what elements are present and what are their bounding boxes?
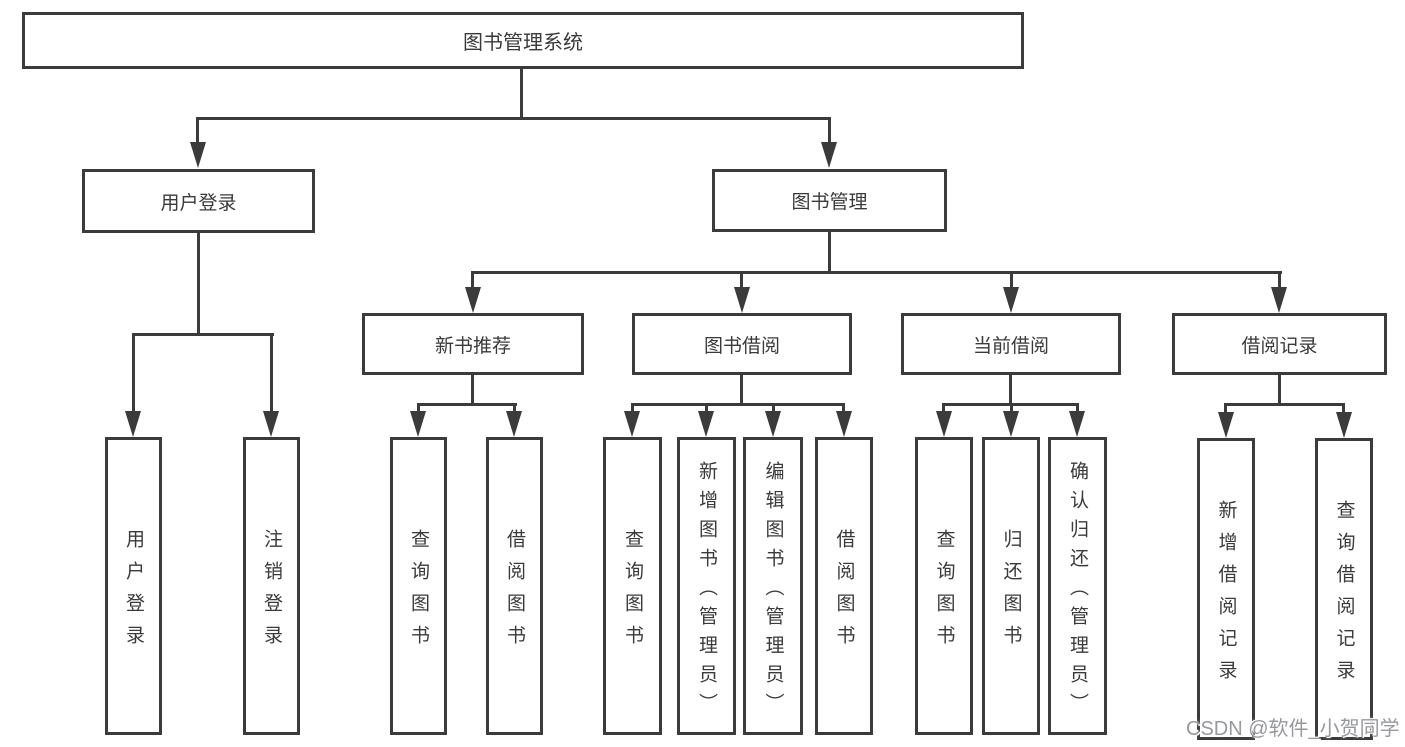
connector-line <box>197 233 200 336</box>
connector-line <box>513 403 516 413</box>
arrowhead-icon <box>1271 287 1287 313</box>
arrowhead-icon <box>624 411 640 437</box>
connector-line <box>1225 403 1345 406</box>
connector-line <box>942 403 945 413</box>
leaf-borrow-book-2-label: 借阅图书 <box>833 528 855 657</box>
node-user-login-label: 用户登录 <box>160 192 237 214</box>
connector-line <box>270 333 273 413</box>
leaf-return-book: 归还图书 <box>982 437 1040 735</box>
leaf-edit-book-admin-label: 编辑图书（管理员） <box>762 460 784 722</box>
node-borrow-records: 借阅记录 <box>1172 313 1387 375</box>
connector-line <box>417 403 420 413</box>
leaf-borrow-book-2: 借阅图书 <box>815 437 873 735</box>
leaf-logout-label: 注销登录 <box>261 528 282 657</box>
connector-line <box>472 271 1282 274</box>
node-current-borrow-label: 当前借阅 <box>972 335 1049 357</box>
leaf-logout: 注销登录 <box>243 437 300 735</box>
leaf-query-book-3-label: 查询图书 <box>933 528 955 657</box>
connector-line <box>471 271 474 289</box>
arrowhead-icon <box>1003 411 1019 437</box>
connector-line <box>772 403 775 413</box>
connector-line <box>1278 375 1281 406</box>
connector-line <box>631 403 634 413</box>
node-user-login: 用户登录 <box>82 169 315 233</box>
node-new-book-recommend-label: 新书推荐 <box>434 335 511 357</box>
connector-line <box>1278 271 1281 289</box>
connector-line <box>132 333 135 413</box>
leaf-edit-book-admin: 编辑图书（管理员） <box>743 437 803 735</box>
arrowhead-icon <box>1003 287 1019 313</box>
connector-line <box>1010 403 1013 413</box>
arrowhead-icon <box>1336 412 1352 438</box>
node-book-management: 图书管理 <box>712 169 947 232</box>
arrowhead-icon <box>506 411 522 437</box>
leaf-query-book-2: 查询图书 <box>603 437 662 735</box>
leaf-add-borrow-record: 新增借阅记录 <box>1197 438 1255 740</box>
node-book-borrow-label: 图书借阅 <box>703 335 780 357</box>
leaf-borrow-book-1: 借阅图书 <box>486 437 543 735</box>
connector-line <box>842 403 845 413</box>
leaf-query-book-1: 查询图书 <box>390 437 447 735</box>
node-root-label: 图书管理系统 <box>463 32 583 54</box>
connector-line <box>1076 403 1079 413</box>
leaf-add-book-admin-label: 新增图书（管理员） <box>696 460 717 722</box>
node-book-borrow: 图书借阅 <box>632 313 852 375</box>
leaf-user-login: 用户登录 <box>105 437 162 735</box>
leaf-query-book-1-label: 查询图书 <box>408 528 429 657</box>
arrowhead-icon <box>836 411 852 437</box>
connector-line <box>1010 271 1013 289</box>
arrowhead-icon <box>125 411 141 437</box>
arrowhead-icon <box>821 142 837 168</box>
arrowhead-icon <box>734 287 750 313</box>
connector-line <box>828 232 831 274</box>
leaf-add-book-admin: 新增图书（管理员） <box>677 437 736 735</box>
arrowhead-icon <box>936 411 952 437</box>
connector-line <box>132 333 274 336</box>
node-current-borrow: 当前借阅 <box>901 313 1121 375</box>
connector-line <box>417 403 517 406</box>
arrowhead-icon <box>698 411 714 437</box>
node-new-book-recommend: 新书推荐 <box>362 313 584 375</box>
node-borrow-records-label: 借阅记录 <box>1241 335 1318 357</box>
connector-line <box>1009 375 1012 406</box>
leaf-return-book-label: 归还图书 <box>1000 528 1022 657</box>
leaf-query-book-2-label: 查询图书 <box>622 528 643 657</box>
connector-line <box>631 403 845 406</box>
arrowhead-icon <box>465 287 481 313</box>
connector-line <box>828 117 831 145</box>
connector-line <box>471 375 474 406</box>
leaf-query-book-3: 查询图书 <box>915 437 973 735</box>
arrowhead-icon <box>765 411 781 437</box>
leaf-query-borrow-record-label: 查询借阅记录 <box>1333 499 1355 692</box>
connector-line <box>740 271 743 289</box>
arrowhead-icon <box>190 142 206 168</box>
connector-line <box>1342 403 1345 414</box>
leaf-borrow-book-1-label: 借阅图书 <box>504 528 525 657</box>
csdn-watermark: CSDN @软件_小贺同学 <box>1186 718 1400 740</box>
leaf-user-login-label: 用户登录 <box>123 528 144 657</box>
connector-line <box>196 117 199 145</box>
connector-line <box>196 117 831 120</box>
arrowhead-icon <box>1218 412 1234 438</box>
arrowhead-icon <box>1069 411 1085 437</box>
arrowhead-icon <box>263 411 279 437</box>
connector-line <box>1224 403 1227 414</box>
connector-line <box>520 69 523 120</box>
connector-line <box>705 403 708 413</box>
leaf-confirm-return-admin-label: 确认归还（管理员） <box>1067 460 1088 722</box>
node-book-management-label: 图书管理 <box>791 192 868 213</box>
leaf-add-borrow-record-label: 新增借阅记录 <box>1215 499 1237 692</box>
leaf-confirm-return-admin: 确认归还（管理员） <box>1048 437 1107 735</box>
connector-line <box>740 375 743 406</box>
leaf-query-borrow-record: 查询借阅记录 <box>1315 438 1373 740</box>
arrowhead-icon <box>410 411 426 437</box>
node-root: 图书管理系统 <box>22 12 1024 69</box>
